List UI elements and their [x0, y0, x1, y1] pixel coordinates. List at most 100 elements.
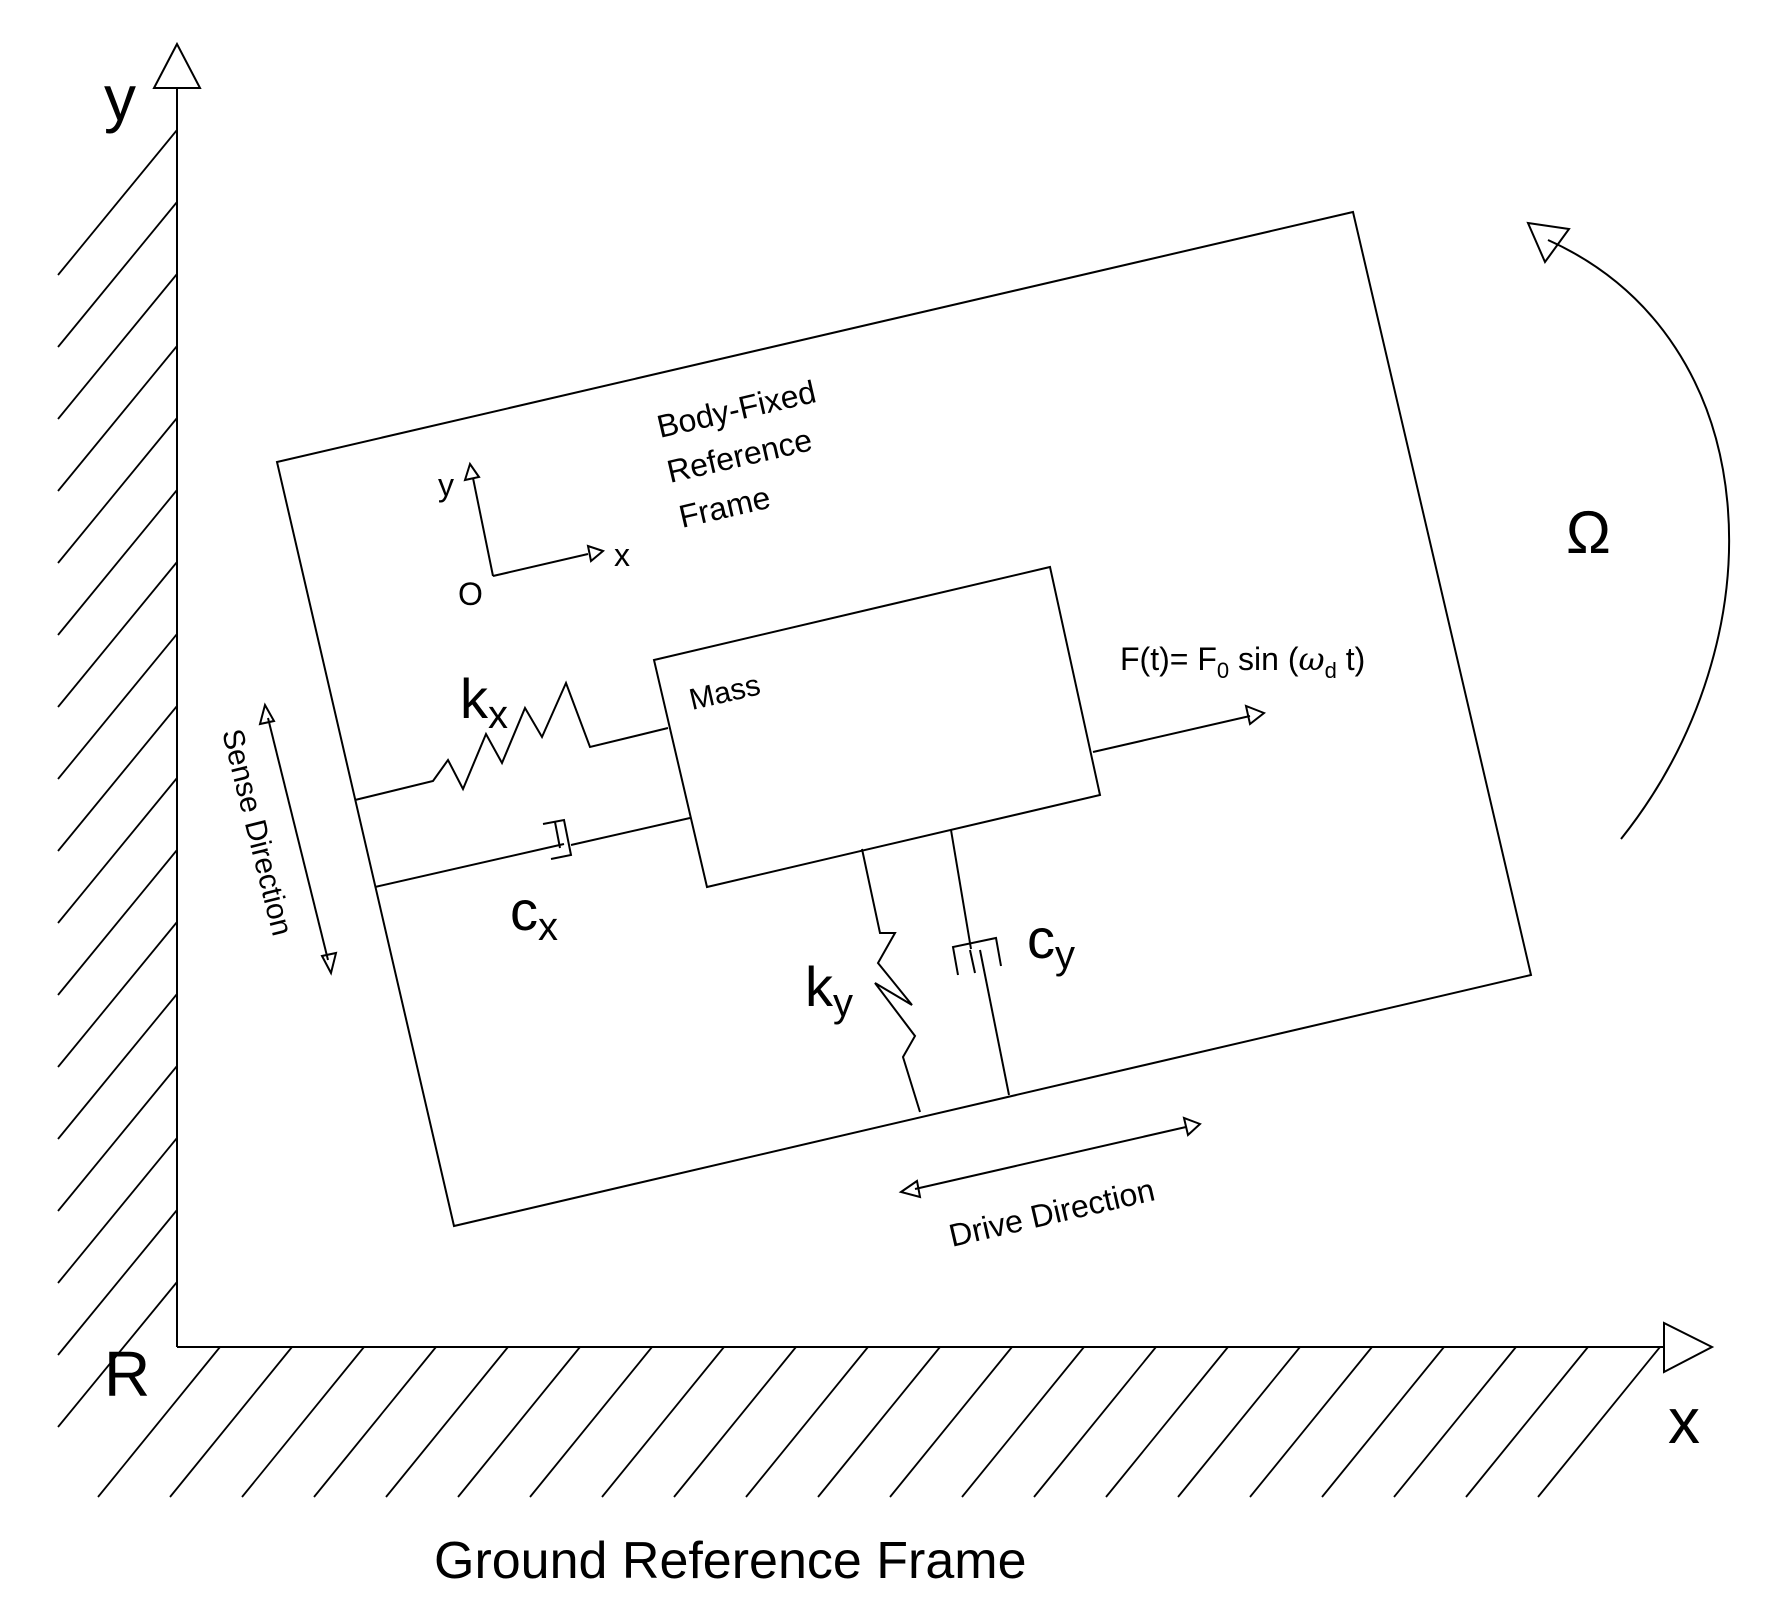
sense-direction-arrowhead-top [258, 702, 276, 726]
spring-kx-subscript: x [488, 693, 508, 737]
drive-direction-arrowhead-left [898, 1179, 922, 1199]
damper-cy-label: cy [1027, 907, 1075, 977]
hatch-line [1105, 1346, 1229, 1498]
spring-kx [354, 680, 669, 801]
drive-force-arrowhead [1244, 704, 1266, 726]
hatch-line [57, 417, 178, 564]
hatch-line [457, 1346, 581, 1498]
hatch-line [57, 1137, 178, 1284]
damper-cx-rod-left [374, 843, 565, 888]
drive-direction-arrowhead-right [1182, 1116, 1202, 1137]
hatch-line [241, 1346, 365, 1498]
damper-cy-subscript: y [1055, 933, 1075, 977]
ground-hatching-left [57, 129, 178, 1428]
spring-ky-symbol: k [805, 955, 834, 1018]
damper-cx-symbol: c [510, 879, 538, 942]
hatch-line [1177, 1346, 1301, 1498]
ground-y-arrowhead [152, 41, 202, 89]
hatch-line [817, 1346, 941, 1498]
damper-cx-rod-right [570, 817, 691, 846]
damper-cx-label: cx [510, 879, 558, 949]
hatch-line [57, 273, 178, 420]
damper-cx-cylinder [542, 818, 573, 860]
rotation-arrowhead [1526, 221, 1571, 265]
sense-direction-label: Sense Direction [215, 726, 298, 939]
body-y-axis [472, 477, 494, 577]
hatch-line [1249, 1346, 1373, 1498]
damper-cy-rod-bottom [979, 949, 1010, 1096]
force-end-text: t) [1337, 641, 1365, 677]
body-frame-title-line3: Frame [675, 479, 773, 535]
hatch-line [1465, 1346, 1589, 1498]
force-subscript: 0 [1217, 658, 1229, 683]
hatch-line [961, 1346, 1085, 1498]
hatch-line [889, 1346, 1013, 1498]
hatch-line [57, 345, 178, 492]
spring-kx-label: kx [460, 667, 508, 737]
ground-hatching-bottom [97, 1346, 1661, 1498]
hatch-line [57, 1281, 178, 1428]
damper-cx-subscript: x [538, 905, 558, 949]
hatch-line [57, 849, 178, 996]
hatch-line [57, 201, 178, 348]
damper-cy-rod-top [950, 829, 972, 950]
ground-x-axis-label: x [1668, 1385, 1700, 1457]
drive-force-label: F(t)= F0 sin (ωd t) [1120, 640, 1365, 683]
hatch-line [745, 1346, 869, 1498]
force-omega-symbol: ω [1298, 640, 1324, 678]
body-y-arrowhead [463, 461, 481, 482]
hatch-line [57, 921, 178, 1068]
body-fixed-frame [275, 210, 1533, 1228]
drive-direction-arrow [914, 1126, 1187, 1190]
hatch-line [57, 489, 178, 636]
sense-direction-arrow [267, 717, 329, 961]
damper-cx-piston [554, 821, 561, 849]
body-x-axis-label: x [614, 537, 630, 573]
hatch-line [97, 1346, 221, 1498]
hatch-line [1033, 1346, 1157, 1498]
force-omega-subscript: d [1325, 658, 1337, 683]
hatch-line [57, 633, 178, 780]
proof-mass [652, 565, 1102, 889]
spring-ky [861, 848, 921, 1113]
force-sin-text: sin ( [1229, 641, 1299, 677]
body-y-axis-label: y [438, 467, 454, 503]
hatch-line [57, 129, 178, 276]
drive-force-arrow [1092, 715, 1251, 753]
ground-frame-title: Ground Reference Frame [434, 1532, 1027, 1590]
hatch-line [57, 993, 178, 1140]
body-x-axis [492, 553, 589, 577]
hatch-line [57, 1209, 178, 1356]
hatch-line [601, 1346, 725, 1498]
spring-kx-symbol: k [460, 667, 489, 730]
body-x-arrowhead [586, 544, 606, 563]
body-origin-label: O [458, 576, 483, 612]
hatch-line [57, 777, 178, 924]
hatch-line [1537, 1346, 1661, 1498]
spring-ky-label: ky [805, 955, 853, 1025]
damper-cy-cylinder [951, 936, 1002, 976]
force-text: F(t)= F [1120, 641, 1217, 677]
hatch-line [57, 705, 178, 852]
ground-x-arrowhead [1663, 1321, 1715, 1374]
hatch-line [1393, 1346, 1517, 1498]
hatch-line [1321, 1346, 1445, 1498]
hatch-line [57, 1065, 178, 1212]
ground-origin-label: R [104, 1338, 150, 1410]
spring-ky-subscript: y [833, 981, 853, 1025]
hatch-line [313, 1346, 437, 1498]
rotation-omega-label: Ω [1566, 499, 1611, 566]
hatch-line [169, 1346, 293, 1498]
mass-label: Mass [686, 669, 763, 717]
rotation-arc [1547, 239, 1731, 840]
sense-direction-arrowhead-bottom [320, 951, 338, 976]
hatch-line [57, 561, 178, 708]
hatch-line [529, 1346, 653, 1498]
hatch-line [673, 1346, 797, 1498]
damper-cy-piston [969, 949, 976, 974]
hatch-line [385, 1346, 509, 1498]
drive-direction-label: Drive Direction [945, 1172, 1158, 1254]
damper-cy-symbol: c [1027, 907, 1055, 970]
